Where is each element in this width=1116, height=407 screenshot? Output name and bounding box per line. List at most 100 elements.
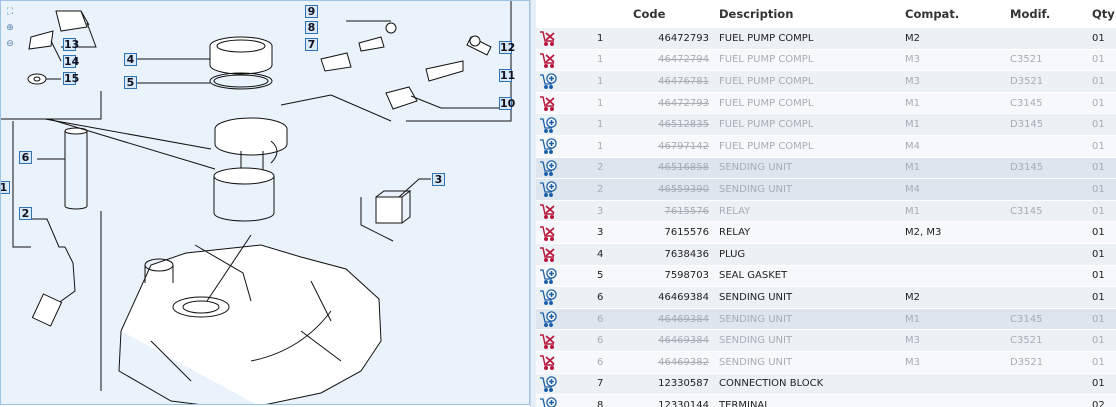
code-cell: 46469384 (613, 286, 719, 309)
cart-add-icon[interactable] (536, 70, 565, 93)
panel-splitter[interactable] (530, 0, 537, 407)
callout-8[interactable]: 8 (305, 21, 318, 34)
qty-cell: 01 (1092, 373, 1116, 396)
col-header-code[interactable]: Code (613, 0, 719, 28)
modif-cell (1010, 243, 1092, 266)
qty-cell: 01 (1092, 351, 1116, 374)
description-cell: SEAL GASKET (719, 265, 905, 288)
exploded-diagram-panel[interactable]: ⛶ ⊕ ⊖ 9 8 7 13 14 15 12 11 10 4 5 6 3 1 … (0, 0, 530, 405)
qty-cell: 01 (1092, 243, 1116, 266)
modif-cell (1010, 135, 1092, 158)
cart-remove-icon[interactable] (536, 49, 565, 72)
callout-10[interactable]: 10 (499, 97, 516, 110)
description-cell: RELAY (719, 200, 905, 223)
cart-add-icon[interactable] (536, 157, 565, 180)
cart-remove-icon[interactable] (536, 243, 565, 266)
compat-cell: M1 (905, 157, 1010, 180)
ref-cell: 1 (565, 113, 613, 136)
col-header-compat[interactable]: Compat. (905, 0, 1010, 28)
qty-cell: 01 (1092, 221, 1116, 244)
compat-cell: M3 (905, 70, 1010, 93)
cart-add-icon[interactable] (536, 308, 565, 331)
cart-remove-icon[interactable] (536, 92, 565, 115)
zoom-out-icon[interactable]: ⊖ (6, 39, 14, 49)
code-cell: 46797142 (613, 135, 719, 158)
callout-3[interactable]: 3 (432, 173, 445, 186)
cart-remove-icon[interactable] (536, 221, 565, 244)
description-cell: SENDING UNIT (719, 157, 905, 180)
compat-cell: M1 (905, 113, 1010, 136)
compat-cell: M1 (905, 92, 1010, 115)
ref-cell: 1 (565, 92, 613, 115)
cart-add-icon[interactable] (536, 113, 565, 136)
modif-cell (1010, 394, 1092, 407)
fit-view-icon[interactable]: ⛶ (6, 7, 14, 17)
cart-remove-icon[interactable] (536, 200, 565, 223)
col-header-action (536, 0, 565, 28)
cart-add-icon[interactable] (536, 373, 565, 396)
ref-cell: 6 (565, 351, 613, 374)
cart-add-icon[interactable] (536, 286, 565, 309)
code-cell: 46559390 (613, 178, 719, 201)
ref-cell: 6 (565, 286, 613, 309)
cart-add-icon[interactable] (536, 135, 565, 158)
compat-cell: M3 (905, 329, 1010, 352)
zoom-in-icon[interactable]: ⊕ (6, 23, 14, 33)
callout-7[interactable]: 7 (305, 38, 318, 51)
col-header-modif[interactable]: Modif. (1010, 0, 1092, 28)
callout-11[interactable]: 11 (499, 69, 516, 82)
callout-6[interactable]: 6 (19, 151, 32, 164)
col-header-qty[interactable]: Qty (1092, 0, 1116, 28)
cart-add-icon[interactable] (536, 265, 565, 288)
code-cell: 46516858 (613, 157, 719, 180)
callout-2[interactable]: 2 (19, 207, 32, 220)
callout-1[interactable]: 1 (1, 181, 10, 194)
cart-remove-icon[interactable] (536, 351, 565, 374)
callout-5[interactable]: 5 (124, 76, 137, 89)
callout-12[interactable]: 12 (499, 41, 516, 54)
cart-remove-icon[interactable] (536, 28, 565, 50)
ref-cell: 3 (565, 221, 613, 244)
compat-cell: M2, M3 (905, 221, 1010, 244)
callout-15[interactable]: 15 (63, 72, 80, 85)
code-cell: 46472793 (613, 28, 719, 50)
code-cell: 7615576 (613, 200, 719, 223)
description-cell: SENDING UNIT (719, 351, 905, 374)
description-cell: FUEL PUMP COMPL (719, 28, 905, 50)
description-cell: SENDING UNIT (719, 308, 905, 331)
compat-cell: M4 (905, 135, 1010, 158)
callout-13[interactable]: 13 (63, 38, 80, 51)
ref-cell: 6 (565, 308, 613, 331)
code-cell: 7638436 (613, 243, 719, 266)
ref-cell: 2 (565, 157, 613, 180)
callout-4[interactable]: 4 (124, 53, 137, 66)
col-header-description[interactable]: Description (719, 0, 905, 28)
ref-cell: 2 (565, 178, 613, 201)
callout-14[interactable]: 14 (63, 55, 80, 68)
cart-add-icon[interactable] (536, 394, 565, 407)
cart-remove-icon[interactable] (536, 329, 565, 352)
description-cell: CONNECTION BLOCK (719, 373, 905, 396)
compat-cell: M2 (905, 286, 1010, 309)
callout-9[interactable]: 9 (305, 5, 318, 18)
cart-add-icon[interactable] (536, 178, 565, 201)
description-cell: SENDING UNIT (719, 286, 905, 309)
